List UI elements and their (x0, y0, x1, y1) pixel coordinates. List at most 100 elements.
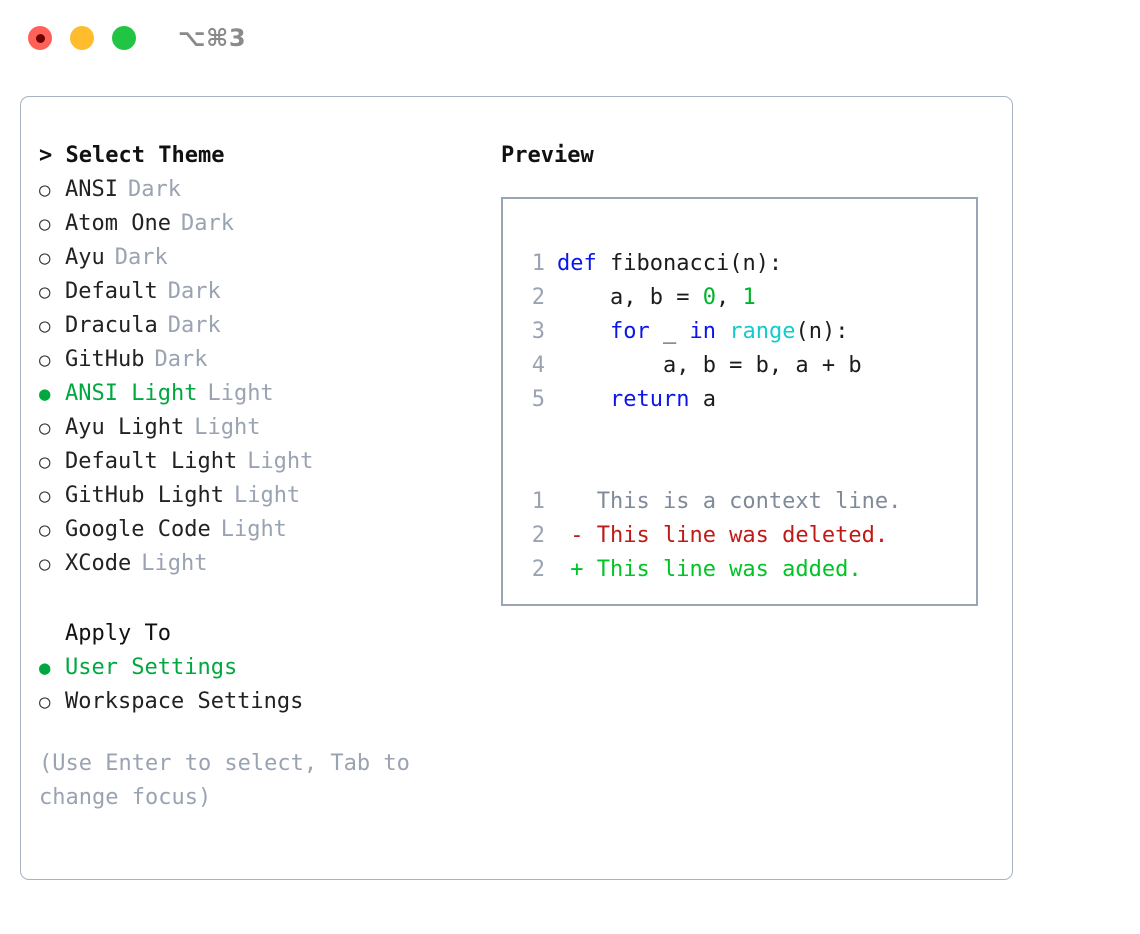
radio-unselected-icon: ○ (39, 691, 51, 713)
code-gap (503, 417, 976, 451)
apply-to-heading: Apply To (65, 621, 171, 646)
diff-line-content: - This line was deleted. (557, 523, 889, 548)
diff-line-deleted: 2 - This line was deleted. (503, 519, 976, 553)
radio-unselected-icon: ○ (39, 519, 51, 541)
radio-unselected-icon: ○ (39, 417, 51, 439)
radio-unselected-icon: ○ (39, 485, 51, 507)
code-plain: (n): (795, 319, 849, 344)
code-plain (716, 319, 729, 344)
code-function: range (729, 319, 796, 344)
theme-option-atom-one[interactable]: ○ Atom One Dark (39, 207, 486, 241)
theme-option-label: Atom One (65, 211, 171, 236)
code-plain: , (715, 285, 743, 310)
code-gap-2 (503, 451, 976, 485)
code-keyword: def (557, 251, 597, 276)
theme-option-label: Default Light (65, 449, 238, 474)
radio-selected-icon: ● (39, 383, 51, 405)
code-plain: a, b = b, a + b (557, 353, 862, 378)
code-keyword: return (609, 387, 690, 412)
theme-option-ayu-light[interactable]: ○ Ayu Light Light (39, 411, 486, 445)
theme-option-ayu[interactable]: ○ Ayu Dark (39, 241, 486, 275)
code-line: 5 return a (503, 383, 976, 417)
apply-to-option-workspace-settings[interactable]: ○ Workspace Settings (39, 685, 486, 719)
diff-line-number: 2 (531, 523, 545, 548)
recording-indicator-icon (35, 33, 45, 43)
diff-line-content: + This line was added. (557, 557, 862, 582)
theme-option-label: Google Code (65, 517, 211, 542)
radio-unselected-icon: ○ (39, 553, 51, 575)
section-spacer (39, 581, 486, 617)
theme-option-google-code[interactable]: ○ Google Code Light (39, 513, 486, 547)
code-line: 2 a, b = 0, 1 (503, 281, 976, 315)
theme-option-github[interactable]: ○ GitHub Dark (39, 343, 486, 377)
code-line-content: a, b = 0, 1 (557, 281, 756, 315)
maximize-button-icon[interactable] (112, 26, 136, 50)
diff-line-context: 1 This is a context line. (503, 485, 976, 519)
theme-option-variant: Dark (167, 279, 221, 304)
diff-line-content: This is a context line. (557, 489, 902, 514)
code-line-content: a, b = b, a + b (557, 349, 862, 383)
keyboard-shortcut-label: ⌥⌘3 (178, 24, 247, 52)
code-line-number: 5 (531, 387, 545, 412)
radio-unselected-icon: ○ (39, 349, 51, 371)
minimize-button-icon[interactable] (70, 26, 94, 50)
theme-option-variant: Dark (167, 313, 221, 338)
theme-option-variant: Light (220, 517, 287, 542)
theme-option-label: GitHub (65, 347, 145, 372)
code-plain (557, 319, 610, 344)
theme-option-variant: Dark (180, 211, 234, 236)
traffic-light-group (28, 26, 136, 50)
theme-option-variant: Dark (154, 347, 208, 372)
code-line-number: 4 (531, 353, 545, 378)
code-line: 3 for _ in range(n): (503, 315, 976, 349)
title-bar: ⌥⌘3 (0, 0, 1140, 76)
code-number: 0 (702, 285, 716, 310)
theme-option-variant: Dark (127, 177, 181, 202)
apply-to-option-user-settings[interactable]: ●User Settings (39, 651, 486, 685)
theme-option-label: Default (65, 279, 158, 304)
theme-option-label: ANSI (65, 177, 118, 202)
code-line-number: 2 (531, 285, 545, 310)
radio-selected-icon: ● (39, 657, 51, 679)
radio-unselected-icon: ○ (39, 247, 51, 269)
theme-option-label: Ayu Light (65, 415, 185, 440)
select-theme-heading: > Select Theme (39, 139, 486, 173)
code-line: 4 a, b = b, a + b (503, 349, 976, 383)
close-button-icon[interactable] (28, 26, 52, 50)
code-plain: a (689, 387, 716, 412)
diff-sample: 1 This is a context line.2 - This line w… (503, 485, 976, 587)
theme-option-label: Ayu (65, 245, 105, 270)
hint-spacer (39, 719, 486, 747)
theme-option-variant: Light (141, 551, 208, 576)
theme-option-label: ANSI Light (65, 381, 198, 406)
theme-option-variant: Light (247, 449, 314, 474)
code-keyword: in (689, 319, 716, 344)
code-plain: _ (649, 319, 690, 344)
keyboard-hint-text: (Use Enter to select, Tab to change focu… (39, 751, 410, 810)
theme-option-default[interactable]: ○ Default Dark (39, 275, 486, 309)
code-plain (557, 387, 610, 412)
code-plain: a, b = (557, 285, 703, 310)
apply-to-option-label: Workspace Settings (65, 689, 304, 714)
theme-option-variant: Dark (114, 245, 168, 270)
theme-option-variant: Light (233, 483, 301, 508)
code-number: 1 (742, 285, 756, 310)
radio-unselected-icon: ○ (39, 281, 51, 303)
code-keyword: for (609, 319, 650, 344)
code-line-content: return a (557, 383, 716, 417)
code-line-content: for _ in range(n): (557, 315, 848, 349)
radio-unselected-icon: ○ (39, 315, 51, 337)
theme-option-variant: Light (194, 415, 261, 440)
radio-unselected-icon: ○ (39, 213, 51, 235)
